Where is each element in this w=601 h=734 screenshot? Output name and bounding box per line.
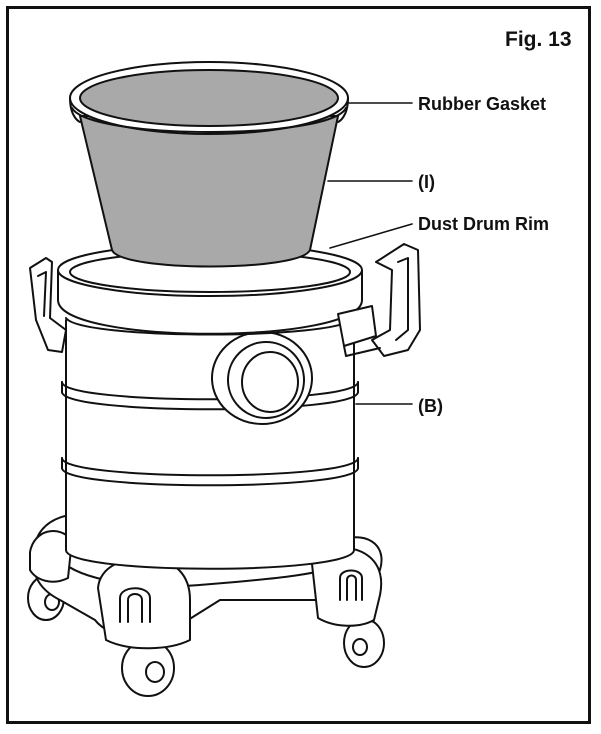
intake-port [211,331,313,425]
filter-cartridge [79,115,339,268]
callout-part-i: (I) [418,172,435,192]
callout-part-b: (B) [418,396,443,416]
caster-wheels [27,575,385,697]
callout-dust-drum-rim: Dust Drum Rim [418,214,550,234]
figure-frame [6,6,591,724]
callout-rubber-gasket: Rubber Gasket [418,94,547,114]
figure-label: Fig. 13 [505,28,572,51]
rubber-gasket [69,61,349,135]
right-latch [337,243,421,357]
leader-lines [327,102,413,405]
left-latch [29,257,67,353]
dust-drum [61,319,359,570]
